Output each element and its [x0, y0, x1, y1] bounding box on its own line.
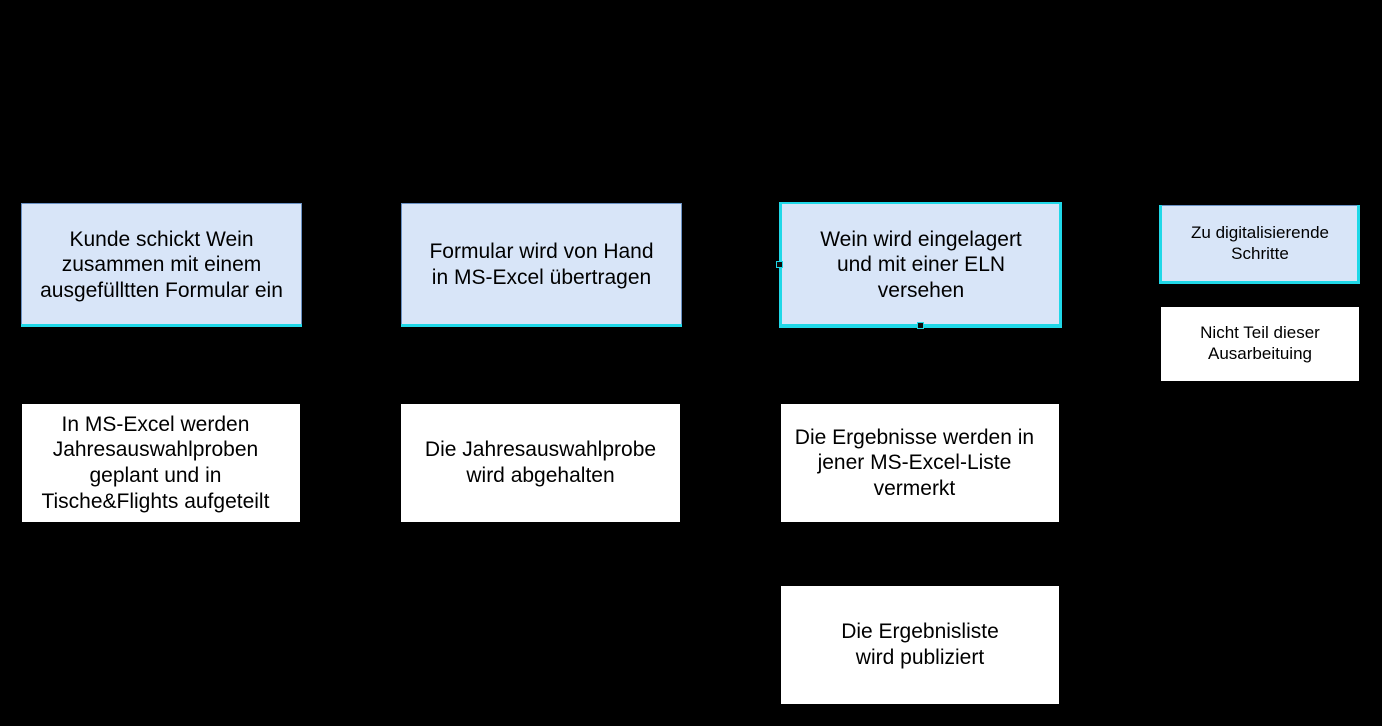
manual-node-jahresauswahlproben-planen[interactable]: In MS-Excel werden Jahresauswahlproben g… [22, 404, 300, 522]
node-label: Die Jahresauswahlprobe wird abgehalten [424, 438, 657, 487]
legend-process-key[interactable]: Zu digitalisierende Schritte [1161, 205, 1359, 283]
node-label: Formular wird von Hand in MS-Excel übert… [429, 240, 654, 289]
process-node-formular-uebertragen[interactable]: Formular wird von Hand in MS-Excel übert… [401, 203, 682, 327]
manual-node-ergebnisse-vermerkt[interactable]: Die Ergebnisse werden in jener MS-Excel-… [781, 404, 1059, 522]
node-label: In MS-Excel werden Jahresauswahlproben g… [41, 412, 270, 513]
legend-process-label: Zu digitalisierende Schritte [1191, 223, 1329, 263]
node-label: Kunde schickt Wein zusammen mit einem au… [40, 227, 283, 302]
manual-node-jahresauswahlprobe-abgehalten[interactable]: Die Jahresauswahlprobe wird abgehalten [401, 404, 680, 522]
process-node-wein-eingelagert[interactable]: Wein wird eingelagert und mit einer ELN … [781, 203, 1061, 327]
manual-node-ergebnisliste-publiziert[interactable]: Die Ergebnisliste wird publiziert [781, 586, 1059, 704]
node-label: Die Ergebnisliste wird publiziert [841, 620, 999, 669]
node-label: Die Ergebnisse werden in jener MS-Excel-… [794, 425, 1035, 500]
node-label: Wein wird eingelagert und mit einer ELN … [820, 227, 1022, 302]
legend-manual-label: Nicht Teil dieser Ausarbeituing [1200, 323, 1320, 363]
legend-manual-key[interactable]: Nicht Teil dieser Ausarbeituing [1161, 307, 1359, 381]
process-node-kunde-schickt-wein[interactable]: Kunde schickt Wein zusammen mit einem au… [21, 203, 302, 327]
